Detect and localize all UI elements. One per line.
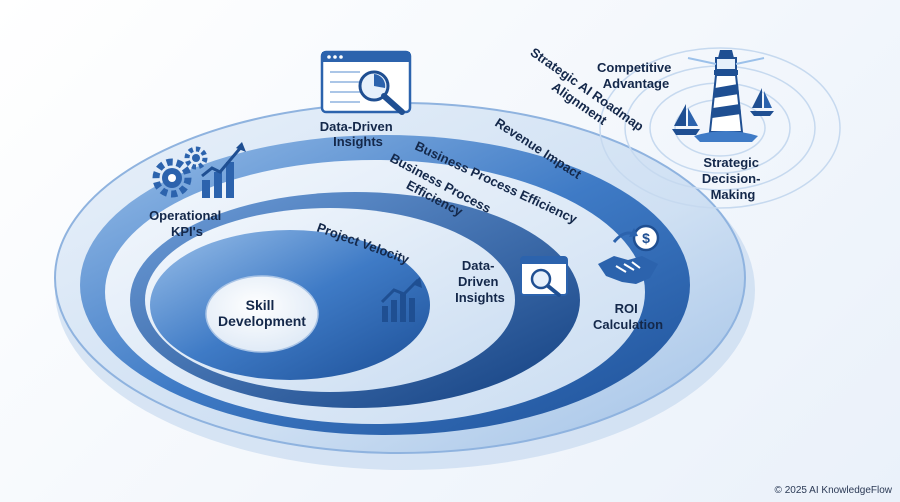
core-label: Skill Development xyxy=(218,297,306,329)
dashboard-magnifier-icon xyxy=(320,50,412,115)
growth-chart-icon xyxy=(380,277,422,322)
strategic-decision-label: Strategic Decision- Making xyxy=(702,155,764,202)
ddi-top-label: Data-Driven Insights xyxy=(320,119,397,149)
svg-text:$: $ xyxy=(642,230,650,246)
competitive-label: Competitive Advantage xyxy=(597,60,675,91)
sailboat-icon-right xyxy=(750,88,774,116)
dashboard-magnifier-icon-small xyxy=(520,256,568,297)
core-ellipse xyxy=(205,275,319,353)
lighthouse-icon xyxy=(687,50,765,142)
operational-kpis-label: Operational KPI's xyxy=(149,208,225,239)
roi-label: ROI Calculation xyxy=(593,301,663,332)
ddi-inner-label: Data- Driven Insights xyxy=(455,258,505,305)
gear-chart-icon xyxy=(152,142,246,198)
copyright-footer: © 2025 AI KnowledgeFlow xyxy=(774,485,892,496)
handshake-dollar-icon: $ xyxy=(598,224,660,284)
sailboat-icon xyxy=(672,104,700,135)
